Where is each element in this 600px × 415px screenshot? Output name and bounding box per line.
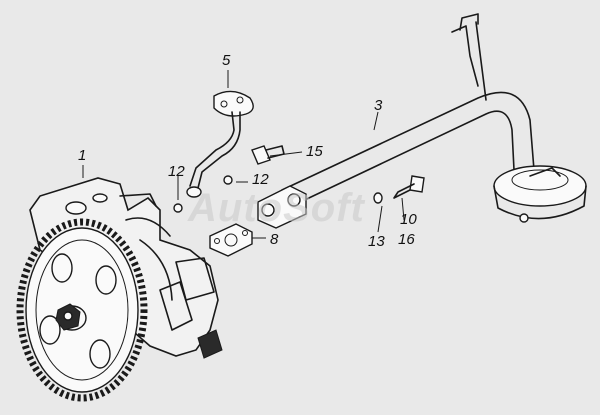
callout-15: 15 [306,143,323,160]
suction-pipe [281,13,587,223]
callout-1: 1 [78,147,87,164]
callout-12-washer: 12 [252,171,269,188]
callout-10: 10 [400,211,417,228]
pump-drive-gear [16,218,148,402]
callout-8: 8 [270,231,279,248]
callout-12-tube: 12 [168,163,185,180]
callout-16: 16 [398,231,415,248]
leader-lines [82,70,405,239]
callout-13: 13 [368,233,385,250]
washer-13 [373,192,383,204]
bolt-15 [251,145,285,165]
pipe-flange [257,185,307,229]
gasket [209,223,253,257]
callout-3: 3 [374,97,383,114]
callout-5: 5 [222,52,231,69]
bolt-16 [393,175,425,199]
oil-feed-tube [173,90,254,213]
